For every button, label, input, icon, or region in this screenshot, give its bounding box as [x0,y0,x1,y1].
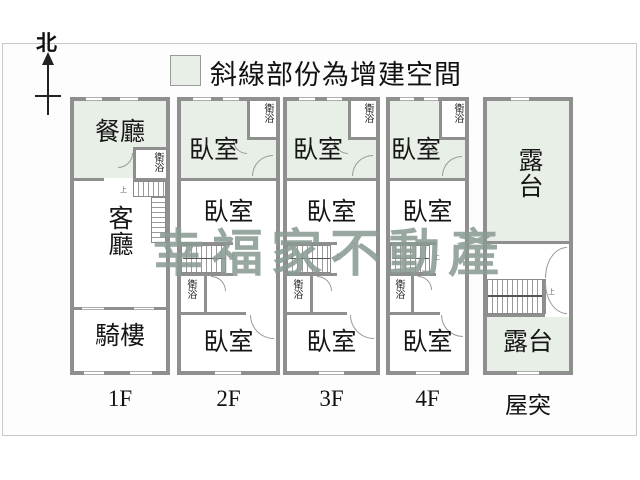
room-label-bedroom-bottom-3f: 臥室 [306,329,357,356]
wall [390,312,440,315]
room-label-bath-2f: 衛浴 [185,279,196,299]
door-arc [545,247,567,278]
legend-text: 斜線部份為增建空間 [210,60,462,90]
north-arrow-shaft [47,64,49,115]
stair-up-annotation: 上 [229,254,236,261]
room-bath-4f: 衛浴 [390,276,414,312]
window [400,97,414,101]
stair-centerline [289,258,330,259]
entrance-opening [130,371,152,375]
room-label-bath-3f: 衛浴 [291,279,302,299]
wall [287,178,376,181]
agency-watermark: 幸福家不動產 [153,225,508,282]
room-label-bedroom-top-2f: 臥室 [188,137,239,164]
window [319,371,344,375]
wall [181,242,233,245]
room-label-bath-top-2f: 衛浴 [262,103,273,123]
room-bath-2f: 衛浴 [181,276,207,312]
room-label-bath-4f: 衛浴 [393,279,404,299]
room-label-bedroom-top-4f: 臥室 [390,137,441,164]
window [120,97,138,101]
room-label-bath-top-3f: 衛浴 [362,103,373,123]
wall-opening [134,307,154,310]
room-label-bedroom-bottom-4f: 臥室 [402,329,453,356]
room-label-living: 客廳 [105,205,132,257]
legend-expansion-swatch [170,55,201,86]
floor-label-2f: 2F [216,386,241,411]
unit-1f: 餐廳 衛浴 上 客廳 騎樓 [70,97,170,375]
wall [287,242,337,245]
room-label-bedroom-bottom-2f: 臥室 [203,329,254,356]
room-label-bedroom-mid-2f: 臥室 [203,199,254,226]
room-label-bedroom-mid-4f: 臥室 [402,199,453,226]
stair-up-annotation: 上 [120,187,127,194]
wall [181,273,233,276]
window [223,97,239,101]
window [327,97,342,101]
room-label-bath-1f: 衛浴 [152,152,163,172]
room-bath-top-2f: 衛浴 [247,101,276,140]
stair-up-annotation: 上 [548,289,555,296]
expansion-area-terrace-bottom [487,317,569,371]
stair-centerline [183,258,225,259]
stairs-2f [181,245,226,273]
wall [287,273,337,276]
expansion-area-terrace-top [487,101,569,241]
unit-roof: 露台 上 露台 [483,97,573,375]
unit-4f: 衛浴 臥室 臥室 上 衛浴 臥室 [386,97,469,375]
stairs-4f [390,245,430,273]
stairs-1f-upper [133,181,166,197]
unit-3f: 衛浴 臥室 臥室 上 衛浴 臥室 [283,97,380,375]
room-label-terrace-bottom: 露台 [502,329,553,356]
floor-label-roof: 屋突 [505,393,551,418]
window [299,97,315,101]
window [193,97,211,101]
north-arrow-crossbar [35,95,61,97]
window [86,97,102,101]
wall [74,307,166,310]
entrance-opening [84,371,104,375]
north-label: 北 [36,31,57,55]
stair-centerline [392,258,429,259]
wall [390,242,436,245]
window [511,97,529,101]
wall [181,178,276,181]
wall [543,279,546,314]
stairs-3f [287,245,331,273]
window [424,97,438,101]
north-arrow-icon [42,52,54,65]
floor-label-4f: 4F [415,386,440,411]
room-label-terrace-top: 露台 [515,147,542,199]
wall [390,178,465,181]
stair-up-annotation: 上 [433,254,440,261]
room-label-bath-top-4f: 衛浴 [452,103,463,123]
room-bath-top-3f: 衛浴 [348,101,376,140]
stair-divider [488,295,542,297]
window [517,371,539,375]
wall-opening [82,307,104,310]
wall [74,178,104,181]
stair-up-annotation: 上 [334,254,341,261]
wall [487,314,545,317]
room-bath-1f: 衛浴 [133,147,166,178]
floor-label-3f: 3F [319,386,344,411]
room-bath-3f: 衛浴 [287,276,313,312]
room-label-arcade: 騎樓 [94,323,145,350]
window [215,371,241,375]
wall [133,178,166,181]
stairs-1f-lower [151,197,166,243]
wall [390,273,436,276]
room-bath-top-4f: 衛浴 [439,101,465,140]
wall [487,241,569,244]
room-label-bedroom-top-3f: 臥室 [292,137,343,164]
room-label-bedroom-mid-3f: 臥室 [306,199,357,226]
wall [287,312,347,315]
window [416,371,440,375]
unit-2f: 衛浴 臥室 臥室 上 衛浴 臥室 [177,97,280,375]
wall [181,312,246,315]
room-label-dining: 餐廳 [94,119,145,146]
floor-label-1f: 1F [107,386,133,411]
